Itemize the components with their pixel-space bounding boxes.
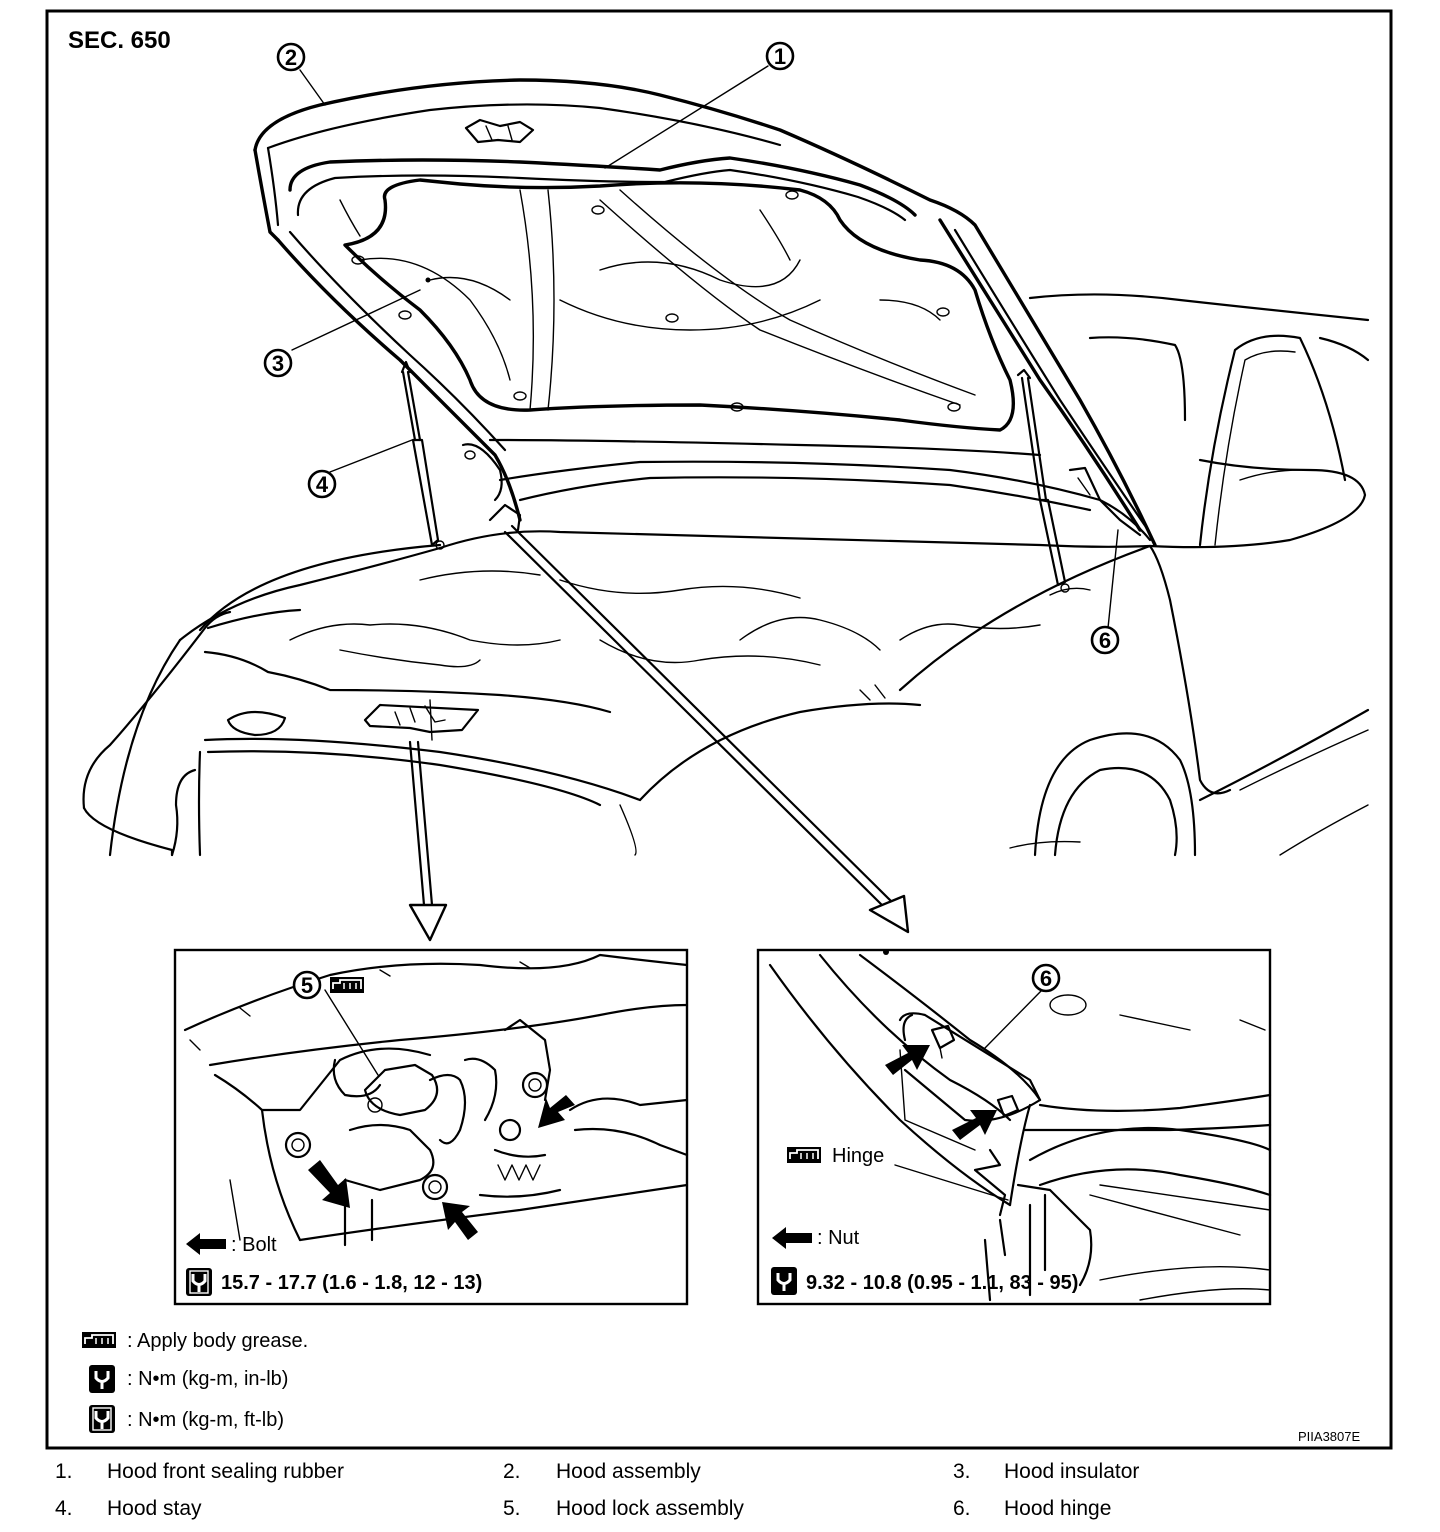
- part-number: 6.: [953, 1497, 971, 1520]
- part-number: 5.: [503, 1497, 521, 1520]
- svg-text:5: 5: [301, 973, 313, 998]
- part-name: Hood stay: [107, 1497, 202, 1520]
- svg-text:4: 4: [316, 472, 329, 497]
- callout-3: 3: [263, 348, 293, 378]
- part-number: 4.: [55, 1497, 73, 1520]
- grease-icon: [786, 1146, 822, 1164]
- svg-text:2: 2: [285, 45, 297, 70]
- part-name: Hood insulator: [1004, 1460, 1140, 1483]
- part-name: Hood assembly: [556, 1460, 701, 1483]
- torque-wrench-icon: [769, 1265, 799, 1297]
- part-number: 2.: [503, 1460, 521, 1483]
- inset-hood-lock: 5 : Bolt 15.7 - 17.7 (1.6 - 1.8, 12 - 13…: [173, 948, 689, 1306]
- symbol-legend: : Apply body grease. : N•m (kg-m, in-lb)…: [81, 1330, 308, 1435]
- torque-wrench-icon: [87, 1403, 117, 1435]
- hinge-torque-spec: 9.32 - 10.8 (0.95 - 1.1, 83 - 95): [806, 1272, 1078, 1294]
- svg-text:6: 6: [1040, 966, 1052, 991]
- hood-illustration: [253, 78, 1157, 593]
- hinge-label: Hinge: [832, 1145, 884, 1167]
- callout-leaders: [291, 65, 1119, 629]
- car-body-illustration: [82, 293, 1370, 857]
- svg-text:1: 1: [774, 44, 786, 69]
- grease-legend-text: : Apply body grease.: [127, 1330, 308, 1352]
- callout-6-inset: 6: [1031, 963, 1061, 993]
- callout-4: 4: [307, 469, 337, 499]
- part-name: Hood lock assembly: [556, 1497, 744, 1520]
- hood-lock-illustration: [183, 953, 689, 1247]
- callout-6: 6: [1090, 625, 1120, 655]
- detail-arrow-lock: [408, 740, 448, 942]
- detail-arrow-hinge: [503, 524, 910, 934]
- part-name: Hood front sealing rubber: [107, 1460, 344, 1483]
- hood-hinge-illustration: [768, 949, 1272, 1302]
- callout-5: 5: [292, 970, 322, 1000]
- figure-frame: [45, 9, 1393, 1450]
- part-name: Hood hinge: [1004, 1497, 1112, 1520]
- torque-wrench-icon: [87, 1363, 117, 1395]
- section-label: SEC. 650: [68, 27, 171, 54]
- grease-icon: [329, 976, 365, 994]
- nut-label: : Nut: [817, 1227, 860, 1249]
- bolt-label: : Bolt: [231, 1234, 277, 1256]
- torque-inlb-legend-text: : N•m (kg-m, in-lb): [127, 1368, 288, 1390]
- nut-arrows: [885, 1045, 997, 1140]
- part-number: 3.: [953, 1460, 971, 1483]
- svg-text:6: 6: [1099, 628, 1111, 653]
- inset-hood-hinge: 6 Hinge : Nut 9.32 - 10.8 (0.95 - 1.1, 8…: [756, 948, 1272, 1306]
- figure-code: PIIA3807E: [1298, 1429, 1360, 1444]
- lock-torque-spec: 15.7 - 17.7 (1.6 - 1.8, 12 - 13): [221, 1272, 482, 1294]
- part-number: 1.: [55, 1460, 73, 1483]
- grease-icon: [81, 1331, 117, 1349]
- callout-2: 2: [276, 42, 306, 72]
- torque-ftlb-legend-text: : N•m (kg-m, ft-lb): [127, 1409, 284, 1431]
- bolt-arrows: [308, 1095, 575, 1240]
- svg-text:3: 3: [272, 351, 284, 376]
- callout-1: 1: [765, 41, 795, 71]
- torque-wrench-icon: [184, 1266, 214, 1298]
